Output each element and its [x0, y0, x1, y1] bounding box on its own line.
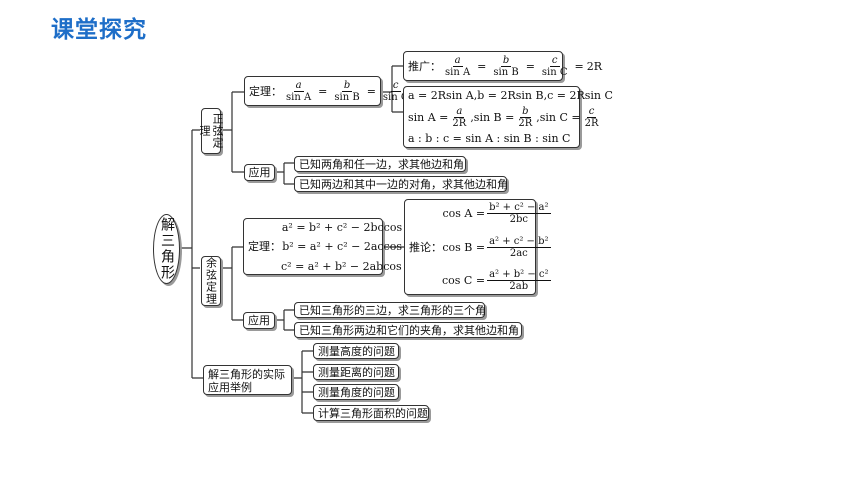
cosine-law-node: 余弦定理	[201, 256, 221, 306]
cosine-theorem-line-3: c² = a² + b² − 2abcos C	[281, 259, 414, 273]
practical-item-1: 测量高度的问题	[313, 343, 399, 359]
sine-application-label: 应用	[248, 166, 271, 179]
corollary-label: 推论：	[409, 240, 442, 254]
sine-law-label: 正弦定理	[198, 113, 224, 149]
sine-application-item-1: 已知两角和任一边，求其他边和角	[294, 156, 466, 172]
derived-line-3: a : b : c = sin A : sin B : sin C	[408, 132, 571, 145]
gen-rhs: 2R	[586, 59, 603, 73]
root-label: 解三角形	[159, 217, 175, 281]
cosine-law-label: 余弦定理	[204, 257, 218, 305]
cosine-theorem-label: 定理：	[248, 240, 281, 253]
cosine-application-item-1: 已知三角形的三边，求三角形的三个角	[294, 302, 486, 318]
practical-label: 解三角形的实际应用举例	[208, 368, 285, 394]
sine-theorem-label: 定理：	[249, 84, 282, 98]
practical-item-4: 计算三角形面积的问题	[313, 405, 429, 421]
cosine-application-label: 应用	[248, 314, 270, 327]
cosine-theorem-box: 定理： a² = b² + c² − 2bccos A b² = a² + c²…	[243, 218, 414, 275]
sine-application-item-2: 已知两边和其中一边的对角，求其他边和角	[294, 176, 508, 192]
generalization-label: 推广：	[408, 59, 441, 73]
cosine-theorem-line-2: b² = a² + c² − 2accos B	[282, 240, 414, 253]
practical-node: 解三角形的实际应用举例	[203, 365, 292, 395]
page-title: 课堂探究	[51, 17, 147, 43]
sine-law-node: 正弦定理	[198, 108, 224, 154]
cosine-application-node: 应用	[243, 312, 275, 329]
derived-line-1: a = 2Rsin A,b = 2Rsin B,c = 2Rsin C	[408, 89, 613, 102]
cosine-application-item-2: 已知三角形两边和它们的夹角，求其他边和角	[294, 322, 522, 338]
cosine-theorem-line-1: a² = b² + c² − 2bccos A	[281, 220, 414, 234]
practical-item-2: 测量距离的问题	[313, 364, 399, 380]
practical-item-3: 测量角度的问题	[313, 384, 399, 400]
sine-application-node: 应用	[244, 164, 275, 181]
sine-derived-box: a = 2Rsin A,b = 2Rsin B,c = 2Rsin C sin …	[403, 86, 613, 148]
root-node: 解三角形	[153, 214, 180, 284]
